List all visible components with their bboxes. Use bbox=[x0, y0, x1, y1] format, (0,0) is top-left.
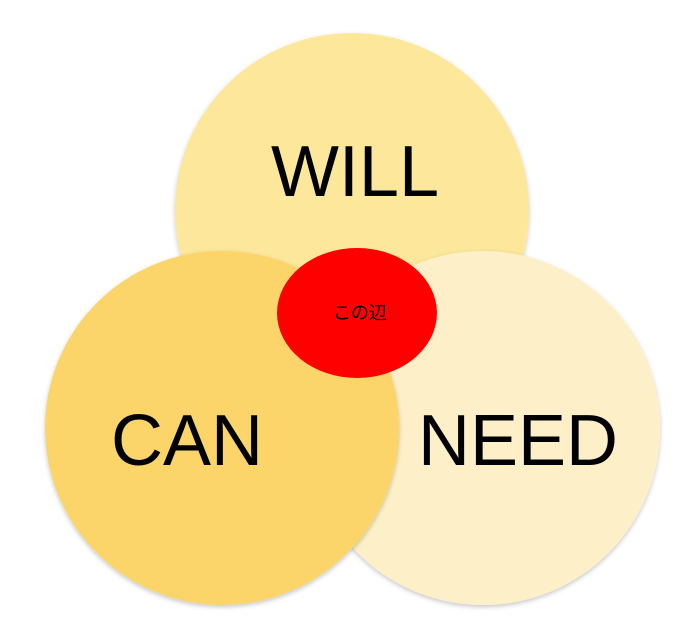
center-label: この辺 bbox=[333, 303, 387, 324]
need-label: NEED bbox=[418, 401, 618, 481]
can-label: CAN bbox=[111, 401, 263, 481]
center-highlight bbox=[277, 248, 437, 378]
will-label: WILL bbox=[271, 132, 439, 212]
